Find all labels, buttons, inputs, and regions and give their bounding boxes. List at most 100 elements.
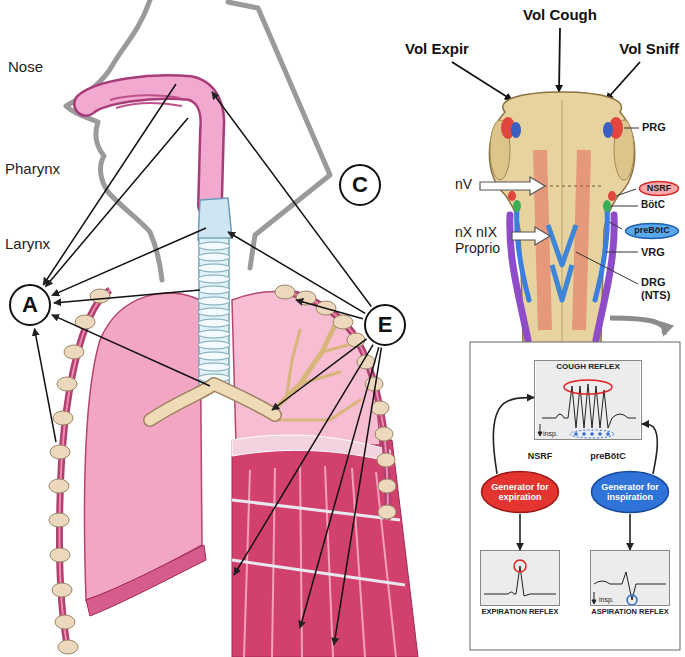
graph-background (536, 360, 640, 440)
inspiration-dot (598, 432, 602, 436)
burst-marker (564, 380, 612, 394)
rib (55, 615, 75, 629)
head-outline (66, 0, 330, 280)
tracheal-ring (198, 264, 230, 272)
pathway-arrow (52, 315, 210, 386)
generator-name: Generator for inspiration (598, 482, 662, 503)
rib (57, 377, 77, 391)
brainstem (511, 122, 521, 138)
tracheal-ring (198, 253, 230, 261)
graph-title: EXPIRATION REFLEX (482, 608, 559, 616)
pathway-arrow (234, 345, 373, 575)
graph-background (480, 360, 670, 606)
voluntary-input-label: Vol Expir (405, 40, 469, 57)
inspiration-dot (582, 432, 586, 436)
nucleus-name: NSRF (647, 184, 672, 194)
airway (110, 95, 182, 108)
panel-pointer-arrow (610, 318, 665, 334)
leader-line (576, 128, 639, 284)
ellipse-outline (592, 472, 669, 513)
burst-marker (627, 595, 637, 605)
graph-background (480, 550, 560, 606)
reflex-graph: ASPIRATION REFLEXinsp. (590, 550, 670, 606)
graph-background (590, 550, 670, 606)
generator-label: preBötC (590, 451, 626, 461)
brainstem (517, 208, 608, 300)
nerve-label: nX nIX Proprio (455, 224, 500, 256)
rib (371, 401, 389, 415)
circle-letter: E (378, 314, 393, 336)
ellipse-outline (482, 472, 559, 513)
axis-arrow (538, 432, 542, 436)
rib (378, 479, 396, 493)
nerve-input-arrow (512, 227, 550, 245)
leader-line (616, 189, 636, 196)
brainstem (508, 191, 516, 201)
rib (64, 345, 84, 359)
graph-trace (484, 566, 556, 596)
efferent-circle: E (363, 303, 407, 347)
pathway-arrow (272, 339, 367, 410)
airway (86, 87, 275, 420)
pathway-arrow (296, 300, 363, 319)
brainstem (603, 122, 613, 138)
graph-title: COUGH REFLEX (535, 363, 641, 372)
rib (377, 453, 395, 467)
reflex-graph: EXPIRATION REFLEX (480, 550, 560, 606)
rib (50, 445, 70, 459)
tracheal-ring (198, 308, 230, 316)
airway (150, 384, 275, 420)
rib (378, 505, 396, 519)
central-circle: C (338, 163, 382, 207)
tracheal-ring (198, 242, 230, 250)
ellipse-outline (626, 224, 679, 239)
rib (50, 548, 70, 562)
right-lung (232, 435, 392, 462)
tracheal-ring (198, 363, 230, 371)
graph-trace (542, 384, 636, 428)
pathway-arrow (45, 118, 188, 287)
left-lung (86, 545, 206, 616)
rib (275, 285, 295, 299)
voluntary-input-label: Vol Sniff (619, 40, 679, 57)
pathway-arrow (228, 232, 365, 313)
axis-arrow (592, 600, 596, 604)
bronchial-tree (270, 325, 360, 420)
inspiration-dot (606, 432, 610, 436)
rib (58, 640, 78, 654)
chest-wall (59, 290, 387, 650)
tracheal-ring (198, 330, 230, 338)
pathway-arrow (54, 290, 200, 303)
inset-panel (470, 342, 680, 650)
rib (333, 315, 353, 329)
burst-marker (570, 430, 614, 438)
airway (86, 87, 212, 205)
nucleus-label: BötC (641, 199, 665, 211)
voluntary-arrow (452, 62, 512, 100)
airway (150, 384, 275, 420)
reflex-connector (493, 398, 534, 474)
reflex-connector (519, 514, 521, 550)
nucleus-ellipse: preBötC (624, 222, 680, 240)
leader-line (606, 252, 638, 253)
brainstem (608, 191, 616, 201)
brainstem (540, 150, 584, 330)
tracheal-ring (198, 319, 230, 327)
leader-line (609, 222, 622, 229)
circle-letter: C (352, 174, 368, 196)
pathway-arrow (43, 84, 176, 285)
axis-note: insp. (543, 430, 558, 438)
reflex-connector (629, 514, 631, 550)
nucleus-ellipse: NSRF (638, 180, 680, 197)
graph-trace (484, 384, 666, 600)
pathway-arrow (52, 228, 206, 295)
inset-panel (470, 342, 680, 650)
voluntary-input-label: Vol Cough (523, 6, 597, 23)
region-label: Nose (8, 58, 43, 75)
rib (49, 513, 69, 527)
chest-muscle (244, 466, 396, 657)
